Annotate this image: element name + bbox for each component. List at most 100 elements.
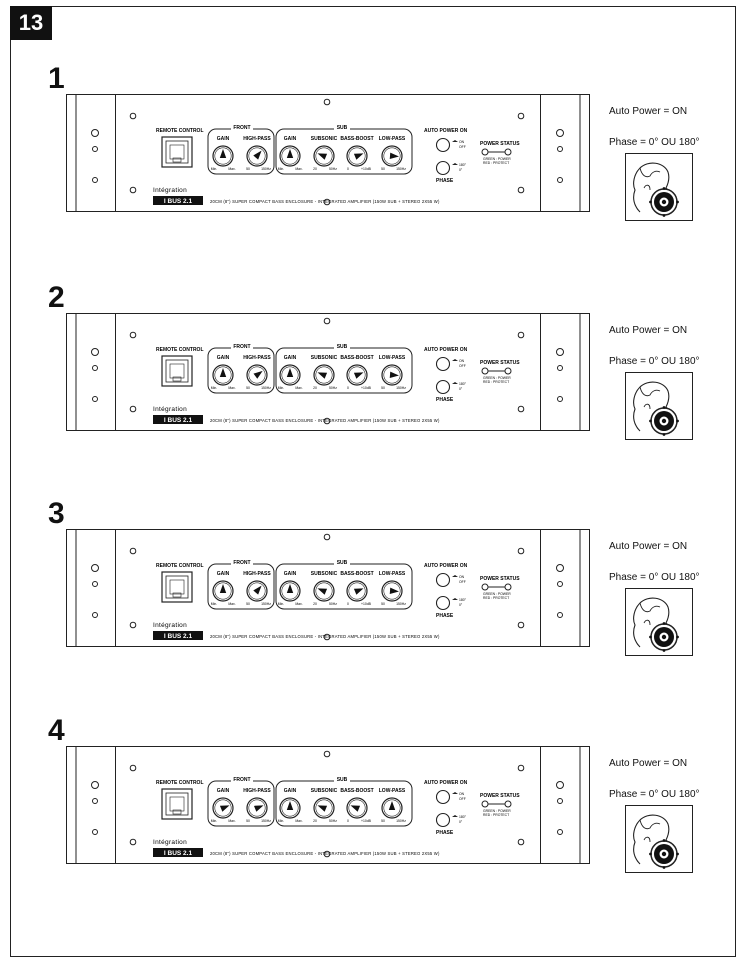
sub-group-label: SUB: [337, 777, 348, 783]
step-number: 1: [48, 62, 65, 95]
amplifier-panel-diagram: REMOTE CONTROL Intégration I BUS 2.1 20C…: [66, 313, 590, 431]
auto-power-switch[interactable]: [435, 789, 451, 805]
power-status-label: POWER STATUS: [480, 576, 520, 582]
knob-min-label: 50: [246, 819, 250, 823]
screw-hole: [129, 621, 137, 629]
auto-power-label: AUTO POWER ON: [424, 780, 468, 786]
phase-illustration: [625, 588, 693, 656]
screw-hole: [323, 533, 331, 541]
model-badge: [153, 196, 203, 205]
knob-pointer: [317, 588, 328, 595]
phase-switch[interactable]: [435, 160, 451, 176]
front-group-label: FRONT: [233, 777, 250, 783]
switch-off-label: OFF: [459, 797, 466, 801]
knob-label: GAIN: [217, 355, 230, 361]
switch-off-label: OFF: [459, 145, 466, 149]
knob-label: SUBSONIC: [311, 355, 338, 361]
phase-note: Phase = 0° OU 180°: [609, 789, 700, 800]
knob-max-label: Max.: [228, 386, 235, 390]
mount-hole: [92, 396, 98, 402]
status-led: [504, 148, 512, 156]
knob-label: GAIN: [284, 136, 297, 142]
auto-power-switch[interactable]: [435, 356, 451, 372]
knob-max-label: 50Hz: [329, 602, 337, 606]
remote-control-label: REMOTE CONTROL: [156, 780, 204, 786]
phase-switch[interactable]: [435, 812, 451, 828]
mount-hole: [557, 612, 563, 618]
front-group-label: FRONT: [233, 560, 250, 566]
mount-hole: [556, 129, 564, 137]
mount-hole: [556, 348, 564, 356]
phase-label: PHASE: [436, 613, 454, 619]
step-section: 1 REMOTE CONTROL: [0, 62, 746, 262]
remote-control-label: REMOTE CONTROL: [156, 128, 204, 134]
listener-speaker-icon: [633, 597, 679, 652]
knob-label: LOW-PASS: [379, 571, 406, 577]
knob-pointer: [219, 584, 227, 593]
knob-min-label: 50: [246, 602, 250, 606]
amplifier-panel-svg: REMOTE CONTROL Intégration I BUS 2.1 20C…: [66, 94, 590, 212]
status-led: [504, 583, 512, 591]
screw-hole: [517, 621, 525, 629]
amplifier-panel-diagram: REMOTE CONTROL Intégration I BUS 2.1 20C…: [66, 529, 590, 647]
phase-switch[interactable]: [435, 379, 451, 395]
knob-pointer: [389, 152, 399, 160]
phase-0-label: 0°: [459, 820, 463, 824]
knob-pointer: [389, 371, 399, 379]
knob-label: BASS-BOOST: [340, 136, 373, 142]
remote-control-label: REMOTE CONTROL: [156, 347, 204, 353]
mount-hole: [91, 781, 99, 789]
page-frame: [10, 6, 736, 957]
knob-min-label: 50: [381, 386, 385, 390]
knob-pointer: [317, 372, 328, 379]
front-group-label: FRONT: [233, 125, 250, 131]
switch-on-label: ON: [459, 140, 465, 144]
phase-switch[interactable]: [435, 595, 451, 611]
knob-min-label: 0: [347, 602, 349, 606]
remote-control-label: REMOTE CONTROL: [156, 563, 204, 569]
knob-pointer: [219, 805, 230, 812]
knob-min-label: 50: [246, 386, 250, 390]
model-description: 20CM (8") SUPER COMPACT BASS ENCLOSURE -…: [210, 634, 440, 639]
listener-speaker-icon: [633, 381, 679, 436]
model-name: I BUS 2.1: [164, 633, 193, 640]
knob-pointer: [286, 584, 294, 593]
auto-power-label: AUTO POWER ON: [424, 563, 468, 569]
knob-max-label: Max.: [228, 819, 235, 823]
green-power-label: GREEN : POWER: [483, 157, 511, 161]
auto-power-label: AUTO POWER ON: [424, 347, 468, 353]
knob-max-label: Max.: [295, 167, 302, 171]
knob-min-label: Min.: [211, 386, 217, 390]
screw-hole: [323, 750, 331, 758]
auto-power-switch[interactable]: [435, 137, 451, 153]
brand-name: Intégration: [153, 187, 187, 194]
sub-group-label: SUB: [337, 344, 348, 350]
knob-pointer: [253, 805, 264, 812]
knob-label: HIGH-PASS: [243, 571, 271, 577]
mount-hole: [91, 348, 99, 356]
red-protect-label: RED : PROTECT: [483, 161, 509, 165]
knob-pointer: [253, 585, 262, 595]
auto-power-switch[interactable]: [435, 572, 451, 588]
mount-hole: [92, 581, 98, 587]
red-protect-label: RED : PROTECT: [483, 596, 509, 600]
knob-max-label: Max.: [295, 386, 302, 390]
knob-max-label: 150Hz: [396, 819, 406, 823]
knob-max-label: 150Hz: [261, 602, 271, 606]
knob-label: GAIN: [217, 136, 230, 142]
mount-hole: [557, 581, 563, 587]
knob-pointer: [317, 805, 328, 812]
red-protect-label: RED : PROTECT: [483, 813, 509, 817]
mount-hole: [557, 798, 563, 804]
phase-label: PHASE: [436, 397, 454, 403]
knob-max-label: 50Hz: [329, 386, 337, 390]
knob-min-label: 0: [347, 819, 349, 823]
knob-label: LOW-PASS: [379, 355, 406, 361]
knob-max-label: 150Hz: [261, 819, 271, 823]
screw-hole: [517, 186, 525, 194]
switch-off-label: OFF: [459, 364, 466, 368]
screw-hole: [323, 417, 331, 425]
step-section: 3 REMOTE CONTROL: [0, 497, 746, 697]
knob-label: SUBSONIC: [311, 136, 338, 142]
